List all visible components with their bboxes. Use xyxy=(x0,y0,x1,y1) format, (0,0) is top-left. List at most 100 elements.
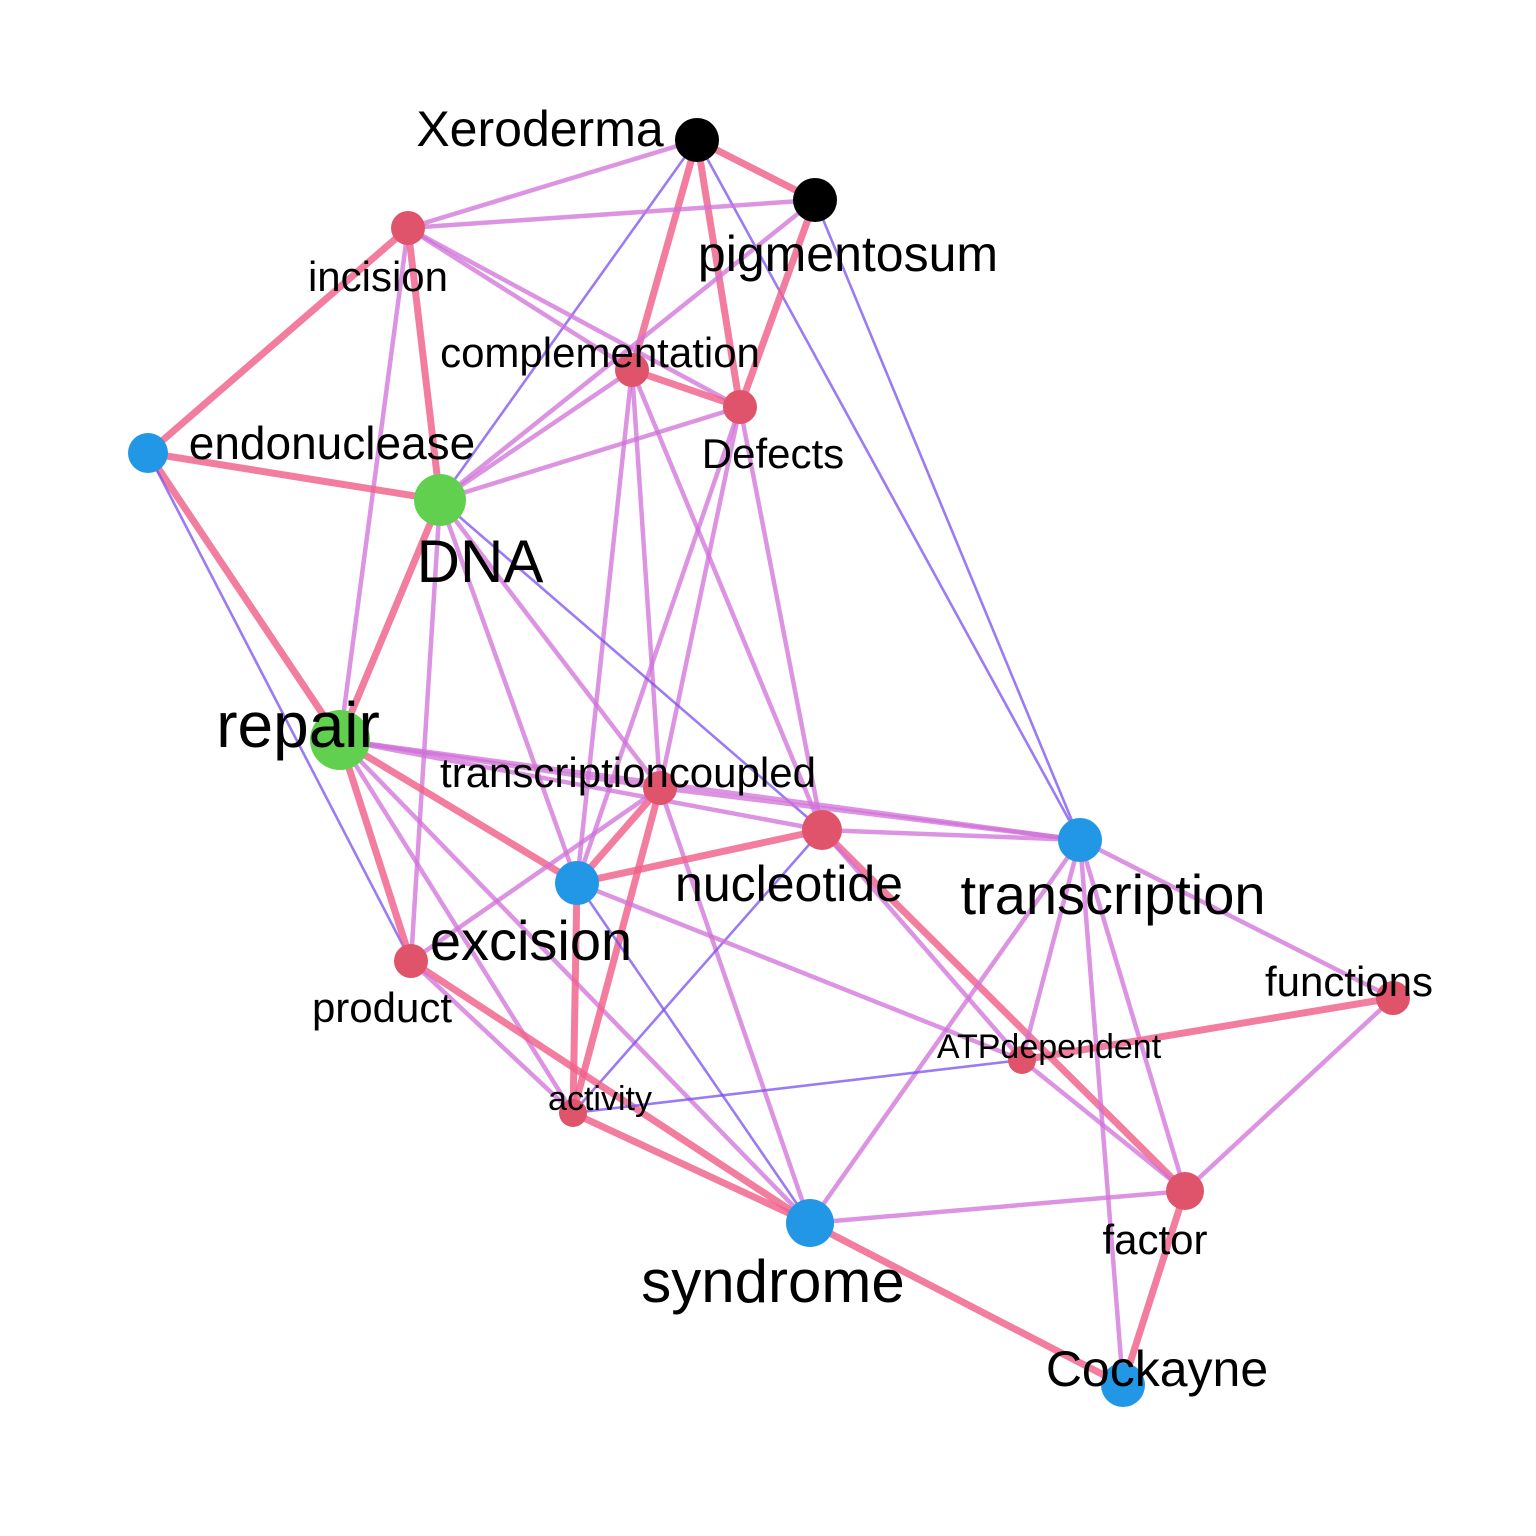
edge-complementation-excision xyxy=(574,367,635,886)
node-label-transcriptioncoupled: transcriptioncoupled xyxy=(440,749,816,796)
node-label-functions: functions xyxy=(1265,958,1433,1005)
node-atpdependent xyxy=(1008,1046,1036,1074)
edge-functions-factor xyxy=(1182,995,1396,1194)
edge-transcription-functions xyxy=(1077,837,1396,1001)
edge-nucleotide-factor xyxy=(818,826,1189,1195)
edge-dna-nucleotide xyxy=(438,498,824,832)
node-cockayne xyxy=(1101,1363,1145,1407)
edge-transcription-cockayne xyxy=(1077,837,1126,1388)
edge-product-syndrome xyxy=(407,957,814,1227)
node-complementation xyxy=(615,353,649,387)
edge-repair-activity xyxy=(337,737,576,1116)
edge-pigmentosum-dna xyxy=(437,197,818,503)
node-label-syndrome: syndrome xyxy=(641,1248,904,1315)
edge-activity-syndrome xyxy=(569,1109,814,1227)
edge-pigmentosum-incision xyxy=(405,197,818,231)
node-pigmentosum xyxy=(793,178,837,222)
edge-dna-transcriptioncoupled xyxy=(437,497,663,791)
edge-transcriptioncoupled-product xyxy=(408,785,663,964)
edge-transcription-factor xyxy=(1077,837,1188,1194)
edge-xeroderma-transcription xyxy=(695,138,1082,842)
edge-endonuclease-product xyxy=(146,451,413,963)
edge-complementation-nucleotide xyxy=(629,367,825,833)
node-label-factor: factor xyxy=(1102,1216,1207,1263)
node-label-incision: incision xyxy=(308,253,448,300)
edge-factor-cockayne xyxy=(1119,1187,1189,1389)
edges-layer xyxy=(144,136,1397,1389)
edge-endonuclease-dna xyxy=(144,449,444,504)
edge-dna-excision xyxy=(437,497,580,886)
node-product xyxy=(394,944,428,978)
edge-atpdependent-factor xyxy=(1019,1057,1188,1194)
edge-defects-nucleotide xyxy=(737,404,825,833)
edge-incision-repair xyxy=(337,225,411,743)
node-transcriptioncoupled xyxy=(643,771,677,805)
edge-transcription-syndrome xyxy=(807,837,1083,1226)
edge-syndrome-cockayne xyxy=(806,1219,1127,1389)
edge-defects-transcriptioncoupled xyxy=(657,404,743,791)
node-label-product: product xyxy=(312,984,452,1031)
edge-dna-product xyxy=(408,497,443,964)
node-dna xyxy=(414,474,466,526)
edge-excision-activity xyxy=(569,879,581,1117)
edge-incision-endonuclease xyxy=(144,224,412,457)
node-endonuclease xyxy=(128,433,168,473)
node-label-atpdependent: ATPdependent xyxy=(937,1028,1162,1066)
edge-pigmentosum-defects xyxy=(736,196,819,411)
node-label-endonuclease: endonuclease xyxy=(189,417,475,469)
edge-defects-dna xyxy=(437,404,743,503)
node-label-activity: activity xyxy=(548,1080,652,1118)
edge-factor-syndrome xyxy=(807,1188,1188,1226)
edge-product-activity xyxy=(408,958,576,1116)
edge-xeroderma-incision xyxy=(405,137,700,231)
node-label-transcription: transcription xyxy=(960,863,1265,926)
edge-incision-dna xyxy=(404,224,444,504)
node-label-cockayne: Cockayne xyxy=(1046,1341,1268,1397)
node-label-xeroderma: Xeroderma xyxy=(416,101,664,157)
node-label-dna: DNA xyxy=(417,528,544,595)
edge-defects-excision xyxy=(574,404,743,886)
edge-complementation-defects xyxy=(628,366,744,411)
edge-repair-product xyxy=(336,736,415,965)
edge-pigmentosum-transcription xyxy=(813,198,1082,842)
edge-repair-nucleotide xyxy=(337,737,825,833)
edge-endonuclease-repair xyxy=(144,449,344,744)
edge-xeroderma-complementation xyxy=(628,136,701,374)
node-label-repair: repair xyxy=(216,689,380,761)
edge-dna-repair xyxy=(336,496,444,744)
node-functions xyxy=(1376,981,1410,1015)
node-activity xyxy=(559,1099,587,1127)
edge-atpdependent-nucleotide xyxy=(819,827,1025,1063)
edge-excision-syndrome xyxy=(575,881,812,1225)
edge-xeroderma-dna xyxy=(438,138,699,502)
node-label-defects: Defects xyxy=(702,430,844,477)
node-label-nucleotide: nucleotide xyxy=(675,856,903,912)
edge-atpdependent-functions xyxy=(1018,994,1397,1064)
node-repair xyxy=(310,710,370,770)
edge-xeroderma-defects xyxy=(693,136,744,411)
edge-activity-atpdependent xyxy=(571,1058,1024,1115)
edge-complementation-dna xyxy=(437,367,635,503)
node-label-pigmentosum: pigmentosum xyxy=(698,226,998,282)
edge-repair-excision xyxy=(336,736,581,887)
node-syndrome xyxy=(786,1199,834,1247)
edge-incision-complementation xyxy=(405,225,635,373)
node-defects xyxy=(723,390,757,424)
node-xeroderma xyxy=(675,118,719,162)
edge-nucleotide-activity xyxy=(571,828,824,1115)
node-incision xyxy=(391,211,425,245)
edge-nucleotide-transcription xyxy=(819,827,1083,843)
node-transcription xyxy=(1058,818,1102,862)
nodes-layer xyxy=(128,118,1410,1407)
edge-transcriptioncoupled-activity xyxy=(569,784,664,1117)
edge-xeroderma-pigmentosum xyxy=(693,136,819,204)
node-factor xyxy=(1166,1172,1204,1210)
node-nucleotide xyxy=(802,810,842,850)
labels-layer: Xerodermapigmentosumincisioncomplementat… xyxy=(189,101,1433,1397)
node-label-excision: excision xyxy=(430,909,632,972)
edge-transcriptioncoupled-transcription xyxy=(657,785,1083,843)
edge-nucleotide-excision xyxy=(573,826,826,887)
edge-transcription-atpdependent xyxy=(1019,837,1083,1063)
